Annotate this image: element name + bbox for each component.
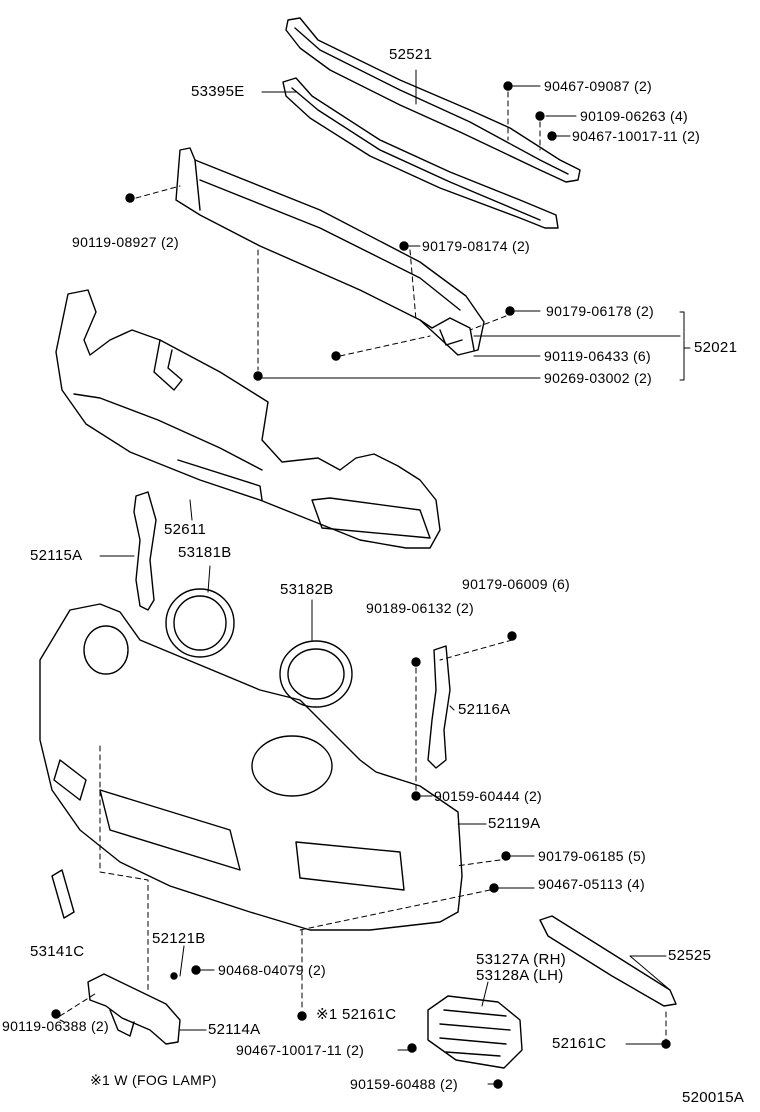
reinforcement-bar-52521 bbox=[285, 17, 581, 183]
label-90159-60488: 90159-60488 (2) bbox=[350, 1076, 459, 1092]
label-90467-10017-top: 90467-10017-11 (2) bbox=[572, 128, 701, 144]
guide-lines bbox=[59, 91, 667, 1041]
label-53181b: 53181B bbox=[178, 544, 232, 561]
label-52525: 52525 bbox=[668, 947, 712, 964]
fasteners bbox=[51, 81, 671, 1089]
label-52114a: 52114A bbox=[208, 1021, 261, 1038]
bumper-cover-52119a bbox=[39, 603, 463, 931]
label-52116a: 52116A bbox=[458, 701, 511, 718]
label-90467-09087: 90467-09087 (2) bbox=[544, 78, 653, 94]
label-90269-03002: 90269-03002 (2) bbox=[544, 370, 653, 386]
leader-lines bbox=[59, 69, 691, 1085]
label-53395e: 53395E bbox=[191, 83, 245, 100]
retainer-53395e bbox=[282, 77, 559, 229]
footnote-fog-lamp: ※1 W (FOG LAMP) bbox=[90, 1072, 217, 1088]
absorber-52611 bbox=[55, 289, 441, 549]
energy-absorber-52021 bbox=[175, 147, 485, 356]
label-53182b: 53182B bbox=[280, 581, 334, 598]
label-53127a: 53127A (RH) bbox=[476, 951, 567, 968]
side-bracket-52115a bbox=[133, 491, 157, 611]
label-52161c-fog: ※1 52161C bbox=[316, 1006, 397, 1023]
label-52161c: 52161C bbox=[552, 1035, 607, 1052]
fog-housing-53127a bbox=[427, 995, 523, 1069]
lower-bracket-52114a bbox=[87, 973, 181, 1045]
label-90179-06178: 90179-06178 (2) bbox=[546, 303, 655, 319]
label-52521: 52521 bbox=[389, 46, 433, 63]
label-90119-06388: 90119-06388 (2) bbox=[2, 1018, 109, 1034]
label-52611: 52611 bbox=[164, 521, 207, 538]
label-90467-10017-bot: 90467-10017-11 (2) bbox=[236, 1042, 365, 1058]
label-90159-60444: 90159-60444 (2) bbox=[434, 788, 543, 804]
ring-53181b bbox=[165, 588, 235, 658]
label-90179-06009: 90179-06009 (6) bbox=[462, 576, 571, 592]
label-90468-04079: 90468-04079 (2) bbox=[218, 962, 327, 978]
label-52121b: 52121B bbox=[152, 930, 206, 947]
label-90179-06185: 90179-06185 (5) bbox=[538, 848, 647, 864]
label-90119-06433: 90119-06433 (6) bbox=[544, 348, 651, 364]
label-52119a: 52119A bbox=[488, 815, 541, 832]
label-90189-06132: 90189-06132 (2) bbox=[366, 600, 475, 616]
label-52115a: 52115A bbox=[30, 547, 83, 564]
plate-53141c bbox=[51, 869, 75, 919]
diagram-id: 520015A bbox=[682, 1089, 745, 1106]
label-53128a: 53128A (LH) bbox=[476, 967, 564, 984]
label-90119-08927: 90119-08927 (2) bbox=[72, 234, 179, 250]
side-bracket-52116a bbox=[427, 645, 451, 769]
lower-bar-52525 bbox=[539, 915, 677, 1007]
label-90109-06263: 90109-06263 (4) bbox=[580, 108, 689, 124]
label-52021: 52021 bbox=[694, 339, 738, 356]
label-90467-05113: 90467-05113 (4) bbox=[538, 876, 645, 892]
label-90179-08174: 90179-08174 (2) bbox=[422, 238, 531, 254]
label-53141c: 53141C bbox=[30, 943, 85, 960]
ring-53182b bbox=[279, 640, 353, 708]
